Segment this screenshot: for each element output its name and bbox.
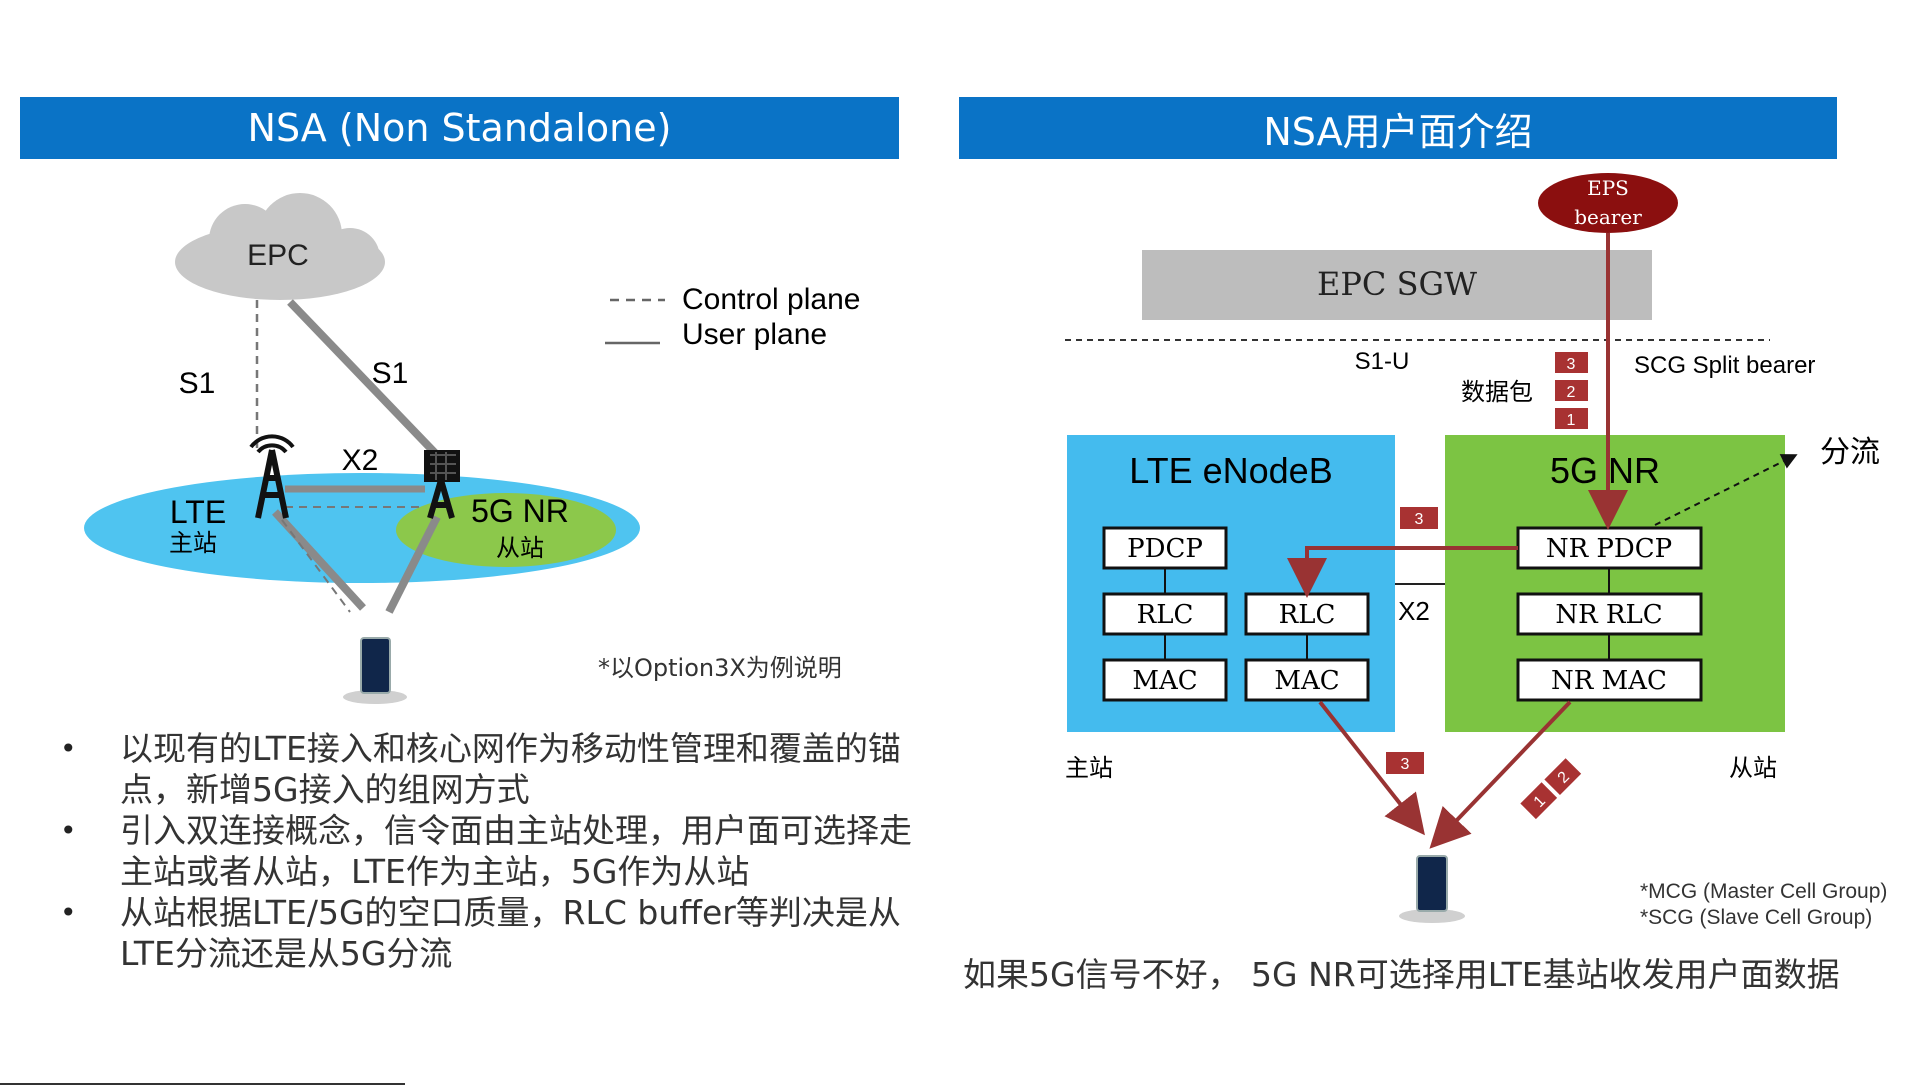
s1-user-line [287, 299, 440, 458]
epc-cloud-icon [175, 193, 385, 300]
lte-tower-icon [249, 434, 295, 519]
rlc-label-1: RLC [1137, 600, 1194, 630]
option-note: *以Option3X为例说明 [598, 654, 842, 682]
x2-interface-label: X2 [1398, 596, 1430, 626]
s1-right-label: S1 [372, 357, 409, 390]
right-title: NSA用户面介绍 [1263, 109, 1533, 154]
bullet-item: 从站根据LTE/5G的空口质量，RLC buffer等判决是从LTE分流还是从5… [60, 892, 920, 974]
split-label: 分流 [1820, 435, 1880, 470]
legend-control-label: Control plane [682, 283, 860, 316]
nr-ue-line [385, 515, 441, 614]
epc-sgw-box [1142, 250, 1652, 320]
pdcp-label: PDCP [1127, 534, 1203, 564]
right-title-banner: NSA用户面介绍 [959, 97, 1837, 159]
lte-ue-control-line [281, 519, 351, 613]
mac-layer-2 [1244, 658, 1370, 702]
x2-packet-label: 3 [1415, 511, 1424, 528]
rlc-label-2: RLC [1279, 600, 1336, 630]
eps-label-line2: bearer [1574, 205, 1642, 229]
epc-sgw-label: EPC SGW [1317, 265, 1477, 303]
packet-stack: 3 2 1 [1555, 352, 1588, 429]
scg-split-label: SCG Split bearer [1634, 352, 1815, 379]
mac-layer-1 [1102, 658, 1228, 702]
nr-to-ue-arrow [1429, 700, 1572, 849]
nr-mac-label: NR MAC [1551, 666, 1667, 696]
mac-label-2: MAC [1274, 666, 1339, 696]
footer-note: 如果5G信号不好， 5G NR可选择用LTE基站收发用户面数据 [963, 955, 1840, 994]
nr-box-title: 5G NR [1550, 450, 1660, 491]
mac-label-1: MAC [1132, 666, 1197, 696]
left-title: NSA (Non Standalone) [247, 106, 672, 150]
s1-left-label: S1 [179, 367, 216, 400]
nr-pdcp-label: NR PDCP [1546, 534, 1672, 564]
bullet-list: 以现有的LTE接入和核心网作为移动性管理和覆盖的锚点，新增5G接入的组网方式 引… [60, 728, 920, 974]
packet-2: 2 [1567, 384, 1576, 401]
packet-1: 1 [1567, 412, 1576, 429]
packet-3: 3 [1567, 356, 1576, 373]
nr-ue-packets: 1 2 [1520, 758, 1582, 820]
left-title-banner: NSA (Non Standalone) [20, 97, 899, 159]
lte-sub-label: 主站 [169, 529, 217, 557]
s1u-label: S1-U [1355, 348, 1410, 375]
nr-sub-label: 从站 [496, 534, 544, 562]
right-ue-phone-icon [1399, 855, 1465, 923]
packet-label: 数据包 [1461, 378, 1533, 406]
lte-ue-packet [1386, 752, 1424, 774]
nr-mac-layer [1516, 658, 1703, 702]
eps-label-line1: EPS [1587, 176, 1629, 200]
lte-enodeb-title: LTE eNodeB [1129, 450, 1332, 491]
x2-label: X2 [342, 444, 379, 477]
mcg-note: *MCG (Master Cell Group) [1640, 880, 1887, 903]
scg-note: *SCG (Slave Cell Group) [1640, 906, 1872, 929]
legend-user-label: User plane [682, 318, 827, 351]
lte-ue-packet-label: 3 [1401, 756, 1410, 773]
x2-packet [1400, 507, 1438, 529]
nr-tower-icon [424, 450, 460, 519]
eps-bearer-oval [1538, 173, 1678, 233]
bullet-item: 引入双连接概念，信令面由主站处理，用户面可选择走主站或者从站，LTE作为主站，5… [60, 810, 920, 892]
left-ue-phone-icon [343, 637, 407, 704]
nr-rlc-layer [1516, 592, 1703, 636]
master-label: 主站 [1065, 754, 1113, 782]
lte-to-ue-arrow [1318, 700, 1425, 836]
lte-label: LTE [170, 494, 226, 530]
epc-label: EPC [247, 239, 309, 272]
lte-ue-line [272, 509, 366, 611]
slave-label: 从站 [1729, 754, 1777, 782]
nr-pdcp-layer [1516, 526, 1703, 570]
nr-rlc-label: NR RLC [1555, 600, 1662, 630]
nr-label: 5G NR [471, 493, 569, 529]
pdcp-layer [1102, 526, 1228, 570]
bullet-item: 以现有的LTE接入和核心网作为移动性管理和覆盖的锚点，新增5G接入的组网方式 [60, 728, 920, 810]
split-dashed-arrow [1654, 454, 1798, 526]
nr-to-lte-rlc-arrow [1287, 546, 1518, 598]
